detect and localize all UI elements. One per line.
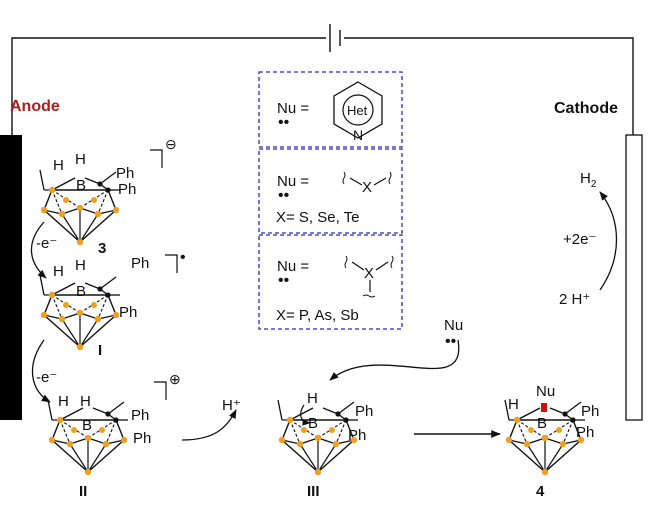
atom-b: B: [308, 415, 318, 432]
species-III: H B Ph Ph III: [277, 390, 373, 500]
nucleophile-box-chalcogen: Nu = •• X X= S, Se, Te: [258, 148, 403, 234]
atom-b: B: [537, 415, 547, 432]
bh-arrow: [300, 404, 311, 426]
atom-h: H: [307, 390, 318, 407]
species-id: 3: [98, 240, 106, 257]
proton-label: H⁺: [222, 397, 241, 414]
nu-reagent: Nu: [444, 317, 463, 334]
charge-label: •: [180, 249, 186, 266]
atom-h: H: [75, 151, 86, 168]
x-atom: X: [362, 179, 372, 196]
highlight-bond: [541, 403, 547, 412]
nu-equals: Nu =: [277, 100, 309, 117]
atom-h: H: [53, 157, 64, 174]
circuit-wire: [11, 24, 634, 135]
species-I: H H B Ph Ph • I: [39, 249, 186, 359]
atom-h: H: [80, 393, 91, 410]
atom-ph: Ph: [133, 430, 151, 447]
atom-ph: Ph: [131, 255, 149, 272]
atom-h: H: [75, 257, 86, 274]
atom-h: H: [58, 393, 69, 410]
h2-label: H2: [580, 170, 597, 190]
atom-b: B: [76, 283, 86, 300]
nu-equals: Nu =: [277, 173, 309, 190]
chalcogen-list: X= S, Se, Te: [276, 209, 360, 226]
oxidation-label-2: -e⁻: [36, 369, 57, 386]
atom-h: H: [508, 396, 519, 413]
atom-h: H: [53, 263, 64, 280]
oxidation-arrow-1: [30, 221, 47, 279]
nitrogen-atom: N: [353, 127, 363, 143]
atom-b: B: [82, 417, 92, 434]
atom-ph: Ph: [131, 407, 149, 424]
battery: [325, 22, 345, 56]
atom-b: B: [76, 177, 86, 194]
nu-label: Nu: [536, 383, 555, 400]
nucleophile-box-pnictogen: Nu = •• X X= P, As, Sb: [258, 234, 403, 330]
nu-equals: Nu =: [277, 258, 309, 275]
atom-ph: Ph: [118, 181, 136, 198]
oxidation-arrow-2: [31, 339, 51, 403]
nucleophile-box-heteroaryl: Nu = •• Het N: [258, 71, 403, 148]
proton-source: 2 H⁺: [559, 291, 590, 308]
atom-ph: Ph: [348, 427, 366, 444]
species-4: H Nu B Ph Ph 4: [504, 383, 599, 500]
species-id: III: [307, 483, 320, 500]
cathode-electrode: [625, 134, 643, 421]
anode-electrode: [0, 135, 22, 420]
species-3: H H B Ph Ph ⊖ 3: [39, 136, 177, 257]
species-II: H H B Ph Ph ⊕ II: [47, 371, 181, 500]
lone-pair: ••: [278, 272, 289, 289]
atom-ph: Ph: [576, 424, 594, 441]
reduction-arrow: [599, 191, 618, 291]
pnictogen-list: X= P, As, Sb: [276, 307, 359, 324]
species-id: 4: [536, 483, 545, 500]
x-atom: X: [364, 265, 374, 282]
reduction-label: +2e⁻: [563, 231, 596, 248]
cathode-label: Cathode: [554, 100, 618, 117]
oxidation-label-1: -e⁻: [36, 235, 57, 252]
atom-ph: Ph: [116, 165, 134, 182]
nu-attack-arrow: [329, 339, 460, 381]
anode-label: Anode: [10, 98, 60, 115]
charge-label: ⊖: [165, 136, 177, 152]
species-id: II: [79, 483, 87, 500]
lone-pair: ••: [278, 187, 289, 204]
atom-ph: Ph: [581, 403, 599, 420]
charge-label: ⊕: [169, 371, 181, 387]
atom-ph: Ph: [355, 403, 373, 420]
lone-pair: ••: [278, 114, 289, 131]
deprotonation-arrow: [181, 409, 237, 441]
atom-ph: Ph: [119, 304, 137, 321]
het-label: Het: [347, 103, 368, 118]
species-id: I: [98, 342, 102, 359]
lone-pair: ••: [445, 333, 456, 350]
